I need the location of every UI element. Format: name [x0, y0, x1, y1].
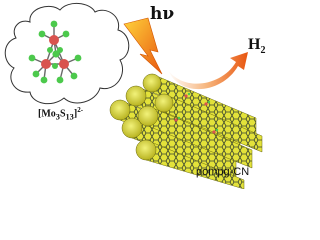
- lightning-bolt-icon: [123, 17, 163, 75]
- curved-arrow-icon: [168, 52, 248, 90]
- cluster-formula-label: [Mo3S13]2-: [38, 106, 84, 122]
- photon-label: hν: [150, 4, 175, 24]
- material-label: pompg-CN: [196, 166, 250, 178]
- hydrogen-label: H2: [248, 36, 266, 57]
- figure-canvas: hν H2 [Mo3S13]2- pompg-CN: [4, 3, 266, 189]
- scheme-graphic: [4, 3, 263, 189]
- molecule-cluster-icon: [28, 20, 82, 84]
- nanorod-bundle-icon: [109, 73, 263, 189]
